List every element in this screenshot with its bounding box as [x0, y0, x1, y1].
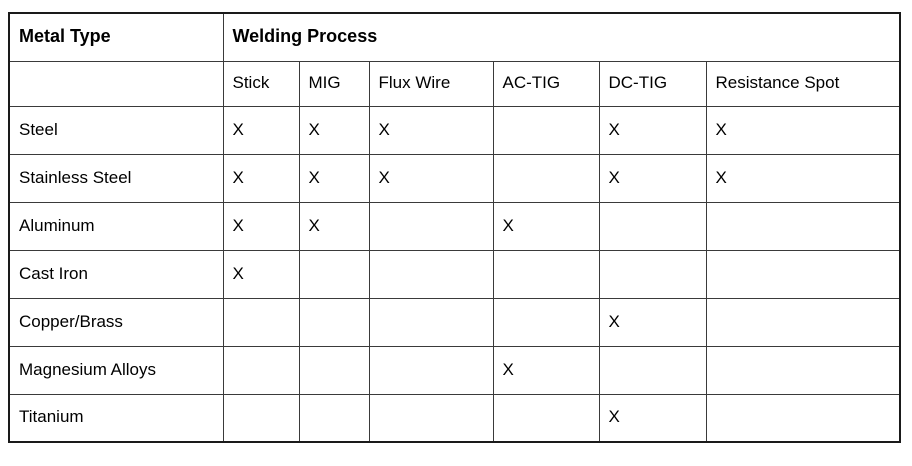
row-label-metal: Copper/Brass — [8, 297, 224, 347]
cell-mark — [298, 249, 370, 299]
table-header-row-process: Stick MIG Flux Wire AC-TIG DC-TIG Resist… — [8, 60, 901, 107]
cell-mark — [492, 249, 600, 299]
table-row: Aluminum X X X — [8, 201, 901, 251]
cell-mark — [598, 345, 707, 395]
cell-mark — [222, 393, 300, 443]
table-row: Magnesium Alloys X — [8, 345, 901, 395]
cell-mark — [705, 249, 901, 299]
cell-mark: X — [598, 153, 707, 203]
cell-mark — [368, 249, 494, 299]
cell-mark — [368, 393, 494, 443]
cell-mark — [705, 297, 901, 347]
cell-mark — [298, 297, 370, 347]
cell-mark: X — [222, 201, 300, 251]
cell-mark — [492, 153, 600, 203]
cell-mark — [298, 345, 370, 395]
metal-welding-compatibility-table-wrap: Metal Type Welding Process Stick MIG Flu… — [8, 12, 902, 458]
header-welding-process: Welding Process — [222, 12, 901, 62]
cell-mark — [705, 393, 901, 443]
table-row: Stainless Steel X X X X X — [8, 153, 901, 203]
cell-mark — [222, 345, 300, 395]
cell-mark — [598, 249, 707, 299]
row-label-metal: Magnesium Alloys — [8, 345, 224, 395]
cell-mark — [222, 297, 300, 347]
cell-mark: X — [298, 201, 370, 251]
cell-mark — [368, 201, 494, 251]
row-label-metal: Cast Iron — [8, 249, 224, 299]
cell-mark: X — [598, 105, 707, 155]
header-process-stick: Stick — [222, 60, 300, 107]
cell-mark: X — [598, 393, 707, 443]
metal-welding-compatibility-table: Metal Type Welding Process Stick MIG Flu… — [8, 12, 902, 443]
cell-mark: X — [705, 153, 901, 203]
cell-mark: X — [298, 153, 370, 203]
cell-mark: X — [492, 201, 600, 251]
header-process-mig: MIG — [298, 60, 370, 107]
cell-mark: X — [222, 153, 300, 203]
table-header-row-primary: Metal Type Welding Process — [8, 12, 901, 62]
cell-mark — [492, 297, 600, 347]
header-process-dc-tig: DC-TIG — [598, 60, 707, 107]
cell-mark: X — [222, 249, 300, 299]
table-row: Titanium X — [8, 393, 901, 443]
table-row: Copper/Brass X — [8, 297, 901, 347]
cell-mark: X — [368, 153, 494, 203]
cell-mark — [368, 297, 494, 347]
row-label-metal: Steel — [8, 105, 224, 155]
cell-mark: X — [298, 105, 370, 155]
row-label-metal: Stainless Steel — [8, 153, 224, 203]
row-label-metal: Aluminum — [8, 201, 224, 251]
cell-mark: X — [492, 345, 600, 395]
row-label-metal: Titanium — [8, 393, 224, 443]
cell-mark: X — [222, 105, 300, 155]
cell-mark — [368, 345, 494, 395]
table-row: Cast Iron X — [8, 249, 901, 299]
cell-mark — [298, 393, 370, 443]
cell-mark — [598, 201, 707, 251]
cell-mark: X — [368, 105, 494, 155]
cell-mark: X — [705, 105, 901, 155]
cell-mark — [705, 345, 901, 395]
cell-mark — [705, 201, 901, 251]
header-process-flux-wire: Flux Wire — [368, 60, 494, 107]
cell-mark: X — [598, 297, 707, 347]
header-metal-type: Metal Type — [8, 12, 224, 62]
header-process-resistance-spot: Resistance Spot — [705, 60, 901, 107]
header-blank-cell — [8, 60, 224, 107]
cell-mark — [492, 393, 600, 443]
header-process-ac-tig: AC-TIG — [492, 60, 600, 107]
cell-mark — [492, 105, 600, 155]
table-row: Steel X X X X X — [8, 105, 901, 155]
